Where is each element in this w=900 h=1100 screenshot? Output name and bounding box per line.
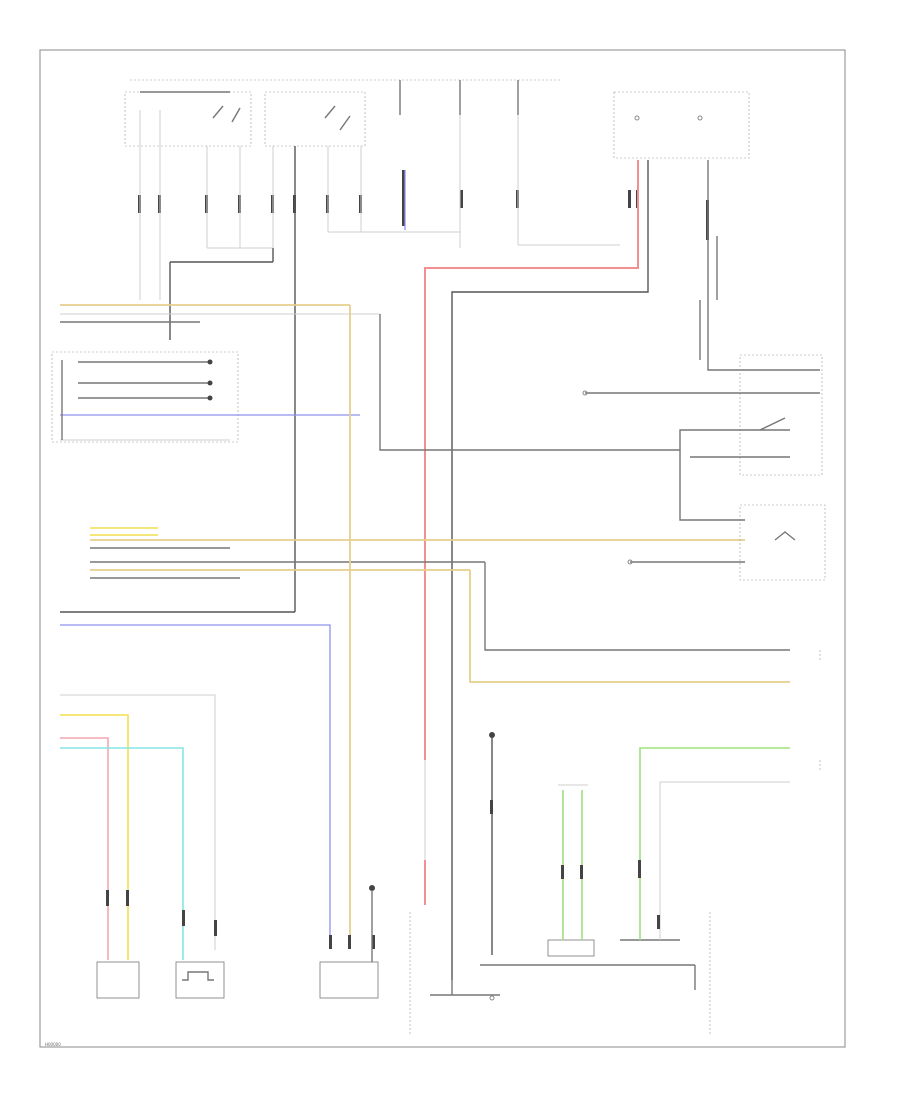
lower-right-module bbox=[409, 732, 790, 1035]
left-switch-module bbox=[51, 351, 360, 443]
top-vertical-wires bbox=[139, 115, 620, 612]
red-wire-main bbox=[424, 160, 639, 905]
lower-middle-component bbox=[319, 885, 379, 999]
top-relay-block-left bbox=[124, 91, 252, 147]
diagram-frame bbox=[39, 49, 846, 1048]
middle-switch-row bbox=[582, 390, 820, 458]
lower-left-wires bbox=[60, 694, 216, 960]
dark-wire-top-right bbox=[451, 160, 649, 980]
right-relay-dashed bbox=[739, 354, 823, 476]
lower-left-connector-blocks bbox=[96, 890, 225, 999]
right-sensor-box bbox=[739, 504, 826, 581]
left-upper-connector bbox=[60, 304, 790, 521]
ground-symbol bbox=[430, 980, 500, 1001]
blue-wire-lower bbox=[60, 624, 331, 940]
diagram-code: H00000 bbox=[45, 1042, 61, 1047]
top-relay-block-right bbox=[264, 91, 366, 147]
top-connector-stubs bbox=[138, 170, 709, 240]
right-vertical-wire bbox=[707, 160, 820, 371]
middle-connector-bundle bbox=[90, 527, 790, 683]
top-right-relay-box bbox=[613, 91, 750, 159]
top-fuses bbox=[130, 79, 560, 115]
misc-marks bbox=[699, 236, 821, 770]
